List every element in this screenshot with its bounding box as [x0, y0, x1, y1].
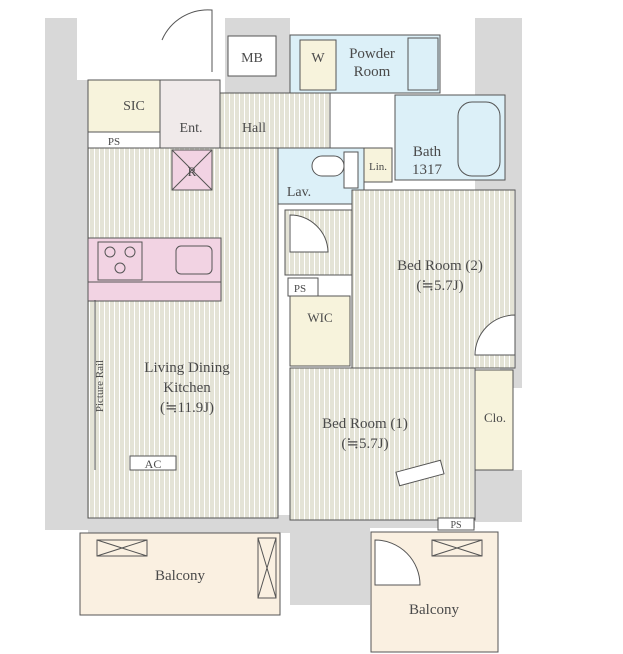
label-ldk-2: Kitchen	[163, 380, 211, 396]
aircon-bed1	[395, 459, 445, 487]
mb-room	[227, 35, 277, 77]
label-bath-size: 1317	[412, 162, 443, 178]
label-mb: MB	[241, 51, 263, 66]
label-bath: Bath	[413, 144, 442, 160]
label-ps-entry: PS	[108, 136, 120, 148]
entrance-floor	[159, 79, 221, 149]
balcony-left	[79, 532, 281, 616]
label-lav: Lav.	[287, 185, 311, 200]
label-ps-wic: PS	[294, 283, 306, 295]
toilet-icon	[311, 155, 345, 177]
ps-bottom	[437, 517, 475, 531]
label-ldk-size: (≒11.9J)	[160, 400, 214, 416]
label-ac: AC	[145, 457, 162, 471]
powder-counter	[407, 37, 439, 91]
label-ent: Ent.	[180, 121, 203, 136]
label-balcony-left: Balcony	[155, 568, 205, 584]
label-sic: SIC	[123, 99, 145, 114]
label-picture-rail: Picture Rail	[94, 360, 106, 412]
bedroom-1-balcony-door	[374, 539, 421, 586]
entry-door	[161, 9, 213, 72]
closet-bed1	[474, 369, 514, 471]
stove-icon	[97, 241, 143, 281]
label-ldk-1: Living Dining	[144, 360, 230, 376]
label-bed1: Bed Room (1)	[322, 416, 408, 432]
label-powder-1: Powder	[349, 46, 395, 62]
label-lin: Lin.	[369, 161, 387, 173]
ldk-floor	[87, 147, 279, 519]
label-bed2-size: (≒5.7J)	[416, 278, 463, 294]
drain-right	[431, 539, 483, 557]
label-balcony-right: Balcony	[409, 602, 459, 618]
aircon-ldk	[129, 455, 177, 471]
balcony-door-arc	[474, 314, 516, 356]
label-bed2: Bed Room (2)	[397, 258, 483, 274]
sink-icon	[175, 245, 213, 275]
label-hall: Hall	[242, 121, 266, 136]
bathtub-icon	[457, 101, 501, 177]
bedroom-1-floor	[289, 367, 476, 521]
label-powder-2: Room	[354, 64, 391, 80]
label-clo: Clo.	[484, 410, 506, 425]
label-wic: WIC	[307, 310, 332, 325]
drain-left	[96, 539, 148, 557]
washer-space	[299, 39, 337, 91]
label-ps-bottom: PS	[450, 520, 461, 531]
wic-closet	[289, 295, 351, 367]
label-w: W	[311, 51, 325, 66]
hall-floor	[219, 92, 331, 149]
label-r: R	[188, 164, 197, 179]
bedroom-2-door	[289, 214, 329, 253]
label-bed1-size: (≒5.7J)	[341, 436, 388, 452]
linen-closet	[363, 147, 393, 183]
ps-entry	[87, 131, 161, 149]
